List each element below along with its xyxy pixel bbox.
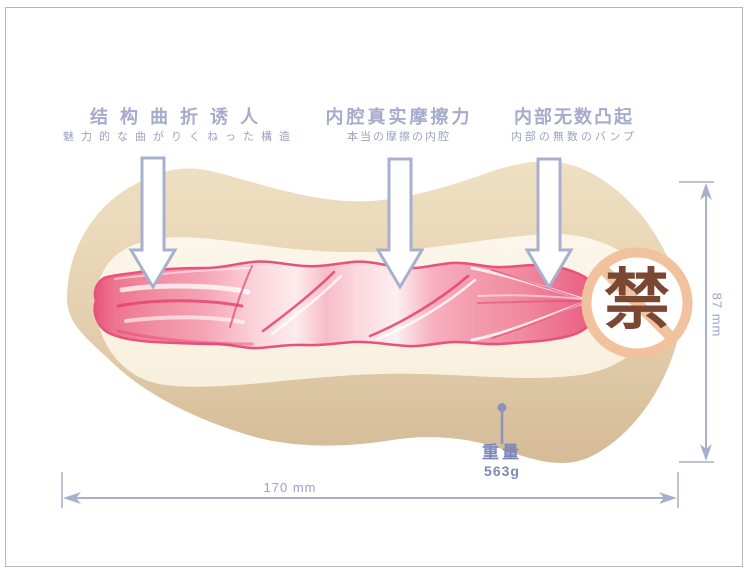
forbidden-glyph: 禁 — [604, 261, 670, 339]
stamp-slash — [598, 264, 676, 342]
callout-friction: 内腔真实摩擦力 本当の摩擦の内腔 — [326, 107, 473, 144]
tunnel-illustration — [93, 260, 599, 350]
callout-title: 内部无数凸起 — [513, 107, 634, 127]
callout-arrows — [128, 156, 574, 290]
weight-value: 563g — [484, 463, 520, 479]
callout-bumps: 内部无数凸起 内部の無数のバンプ — [511, 107, 637, 144]
callout-title: 内腔真实摩擦力 — [325, 107, 473, 127]
callout-subtitle: 内部の無数のバンプ — [510, 131, 638, 143]
callout-structure: 结构曲折诱人 魅力的な曲がりくねった構造 — [63, 107, 297, 144]
weight-pin-icon — [497, 403, 507, 444]
callout-title: 结构曲折诱人 — [90, 107, 270, 127]
tunnel-twist-lines — [114, 265, 477, 341]
tunnel-shape — [93, 260, 599, 350]
down-arrow-icon — [375, 157, 425, 290]
down-arrow-icon — [524, 157, 574, 290]
width-dimension-label: 170 mm — [263, 480, 317, 495]
callout-subtitle: 魅力的な曲がりくねった構造 — [63, 131, 297, 143]
weight-label: 重量 — [482, 443, 522, 462]
height-dimension-line — [679, 181, 714, 463]
height-dimension-label: 87 mm — [709, 292, 725, 338]
callout-subtitle: 本当の摩擦の内腔 — [347, 131, 451, 143]
width-dimension-line — [61, 472, 679, 508]
weight-callout: 重量 563g — [482, 443, 522, 479]
tunnel-ridge-fan — [470, 266, 585, 342]
forbidden-stamp-icon — [581, 247, 693, 359]
stamp-ring — [581, 247, 693, 359]
down-arrow-icon — [128, 156, 178, 290]
